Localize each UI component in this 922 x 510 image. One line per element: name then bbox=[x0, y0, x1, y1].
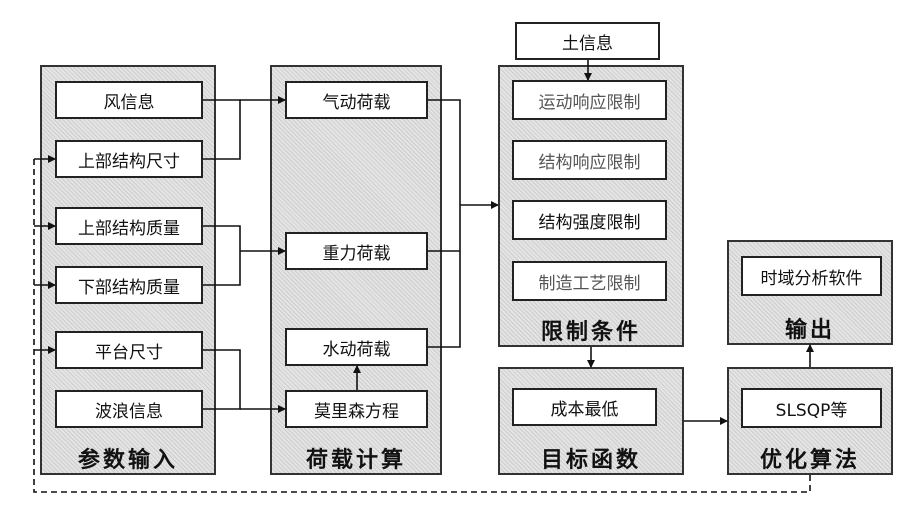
connector-lines bbox=[0, 0, 922, 510]
